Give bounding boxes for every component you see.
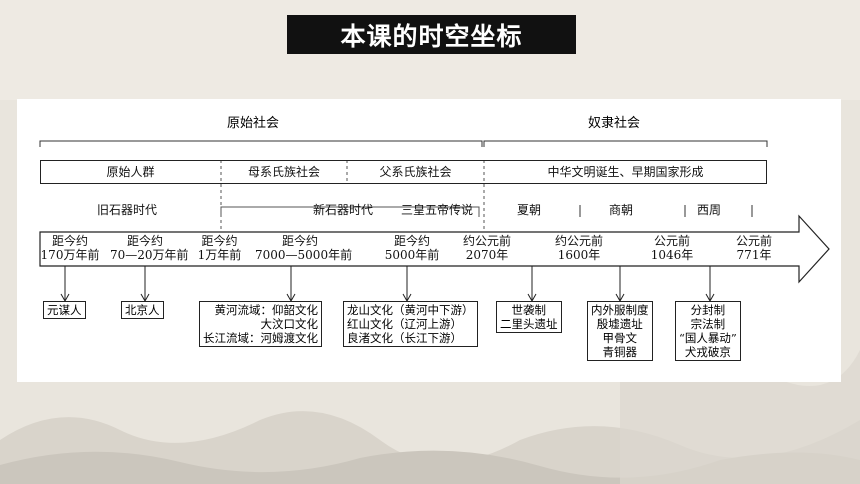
stage-civilization: 中华文明诞生、早期国家形成 (547, 165, 704, 179)
era-primitive: 原始社会 (227, 116, 280, 131)
period-paleolithic: 旧石器时代 (97, 203, 158, 217)
event-neolithic-cultures: 黄河流域：仰韶文化 大汶口文化 长江流域：河姆渡文化 (199, 301, 322, 347)
event-yuanmou: 元谋人 (43, 301, 86, 319)
stage-patriarchal: 父系氏族社会 (379, 165, 452, 179)
period-legend: 三皇五帝传说 (401, 203, 474, 217)
event-late-cultures: 龙山文化（黄河中下游） 红山文化（辽河上游） 良渚文化（长江下游） (343, 301, 478, 347)
period-neolithic: 新石器时代 (313, 203, 374, 217)
stage-primitive-group: 原始人群 (106, 165, 155, 179)
event-xia: 世袭制 二里头遗址 (496, 301, 562, 333)
timeline-arrow (39, 214, 830, 284)
stage-row (40, 160, 767, 184)
timeline-lines (39, 140, 830, 303)
event-beijing: 北京人 (121, 301, 164, 319)
period-zhou: 西周 (697, 203, 722, 217)
timeline-panel: 原始社会 奴隶社会 原始人群 母系氏族社会 父系氏族社会 中华文明诞生、早期国家… (17, 99, 841, 382)
page-title: 本课的时空坐标 (287, 15, 576, 54)
period-xia: 夏朝 (517, 203, 542, 217)
neolithic-bracket (220, 206, 480, 217)
period-shang: 商朝 (609, 203, 634, 217)
stage-matriarchal: 母系氏族社会 (247, 165, 320, 179)
primitive-bracket (39, 140, 483, 147)
slave-bracket (483, 140, 768, 147)
event-zhou: 分封制 宗法制 “国人暴动” 犬戎破京 (675, 301, 741, 361)
era-slave: 奴隶社会 (588, 116, 641, 131)
event-shang: 内外服制度 殷墟遗址 甲骨文 青铜器 (587, 301, 653, 361)
